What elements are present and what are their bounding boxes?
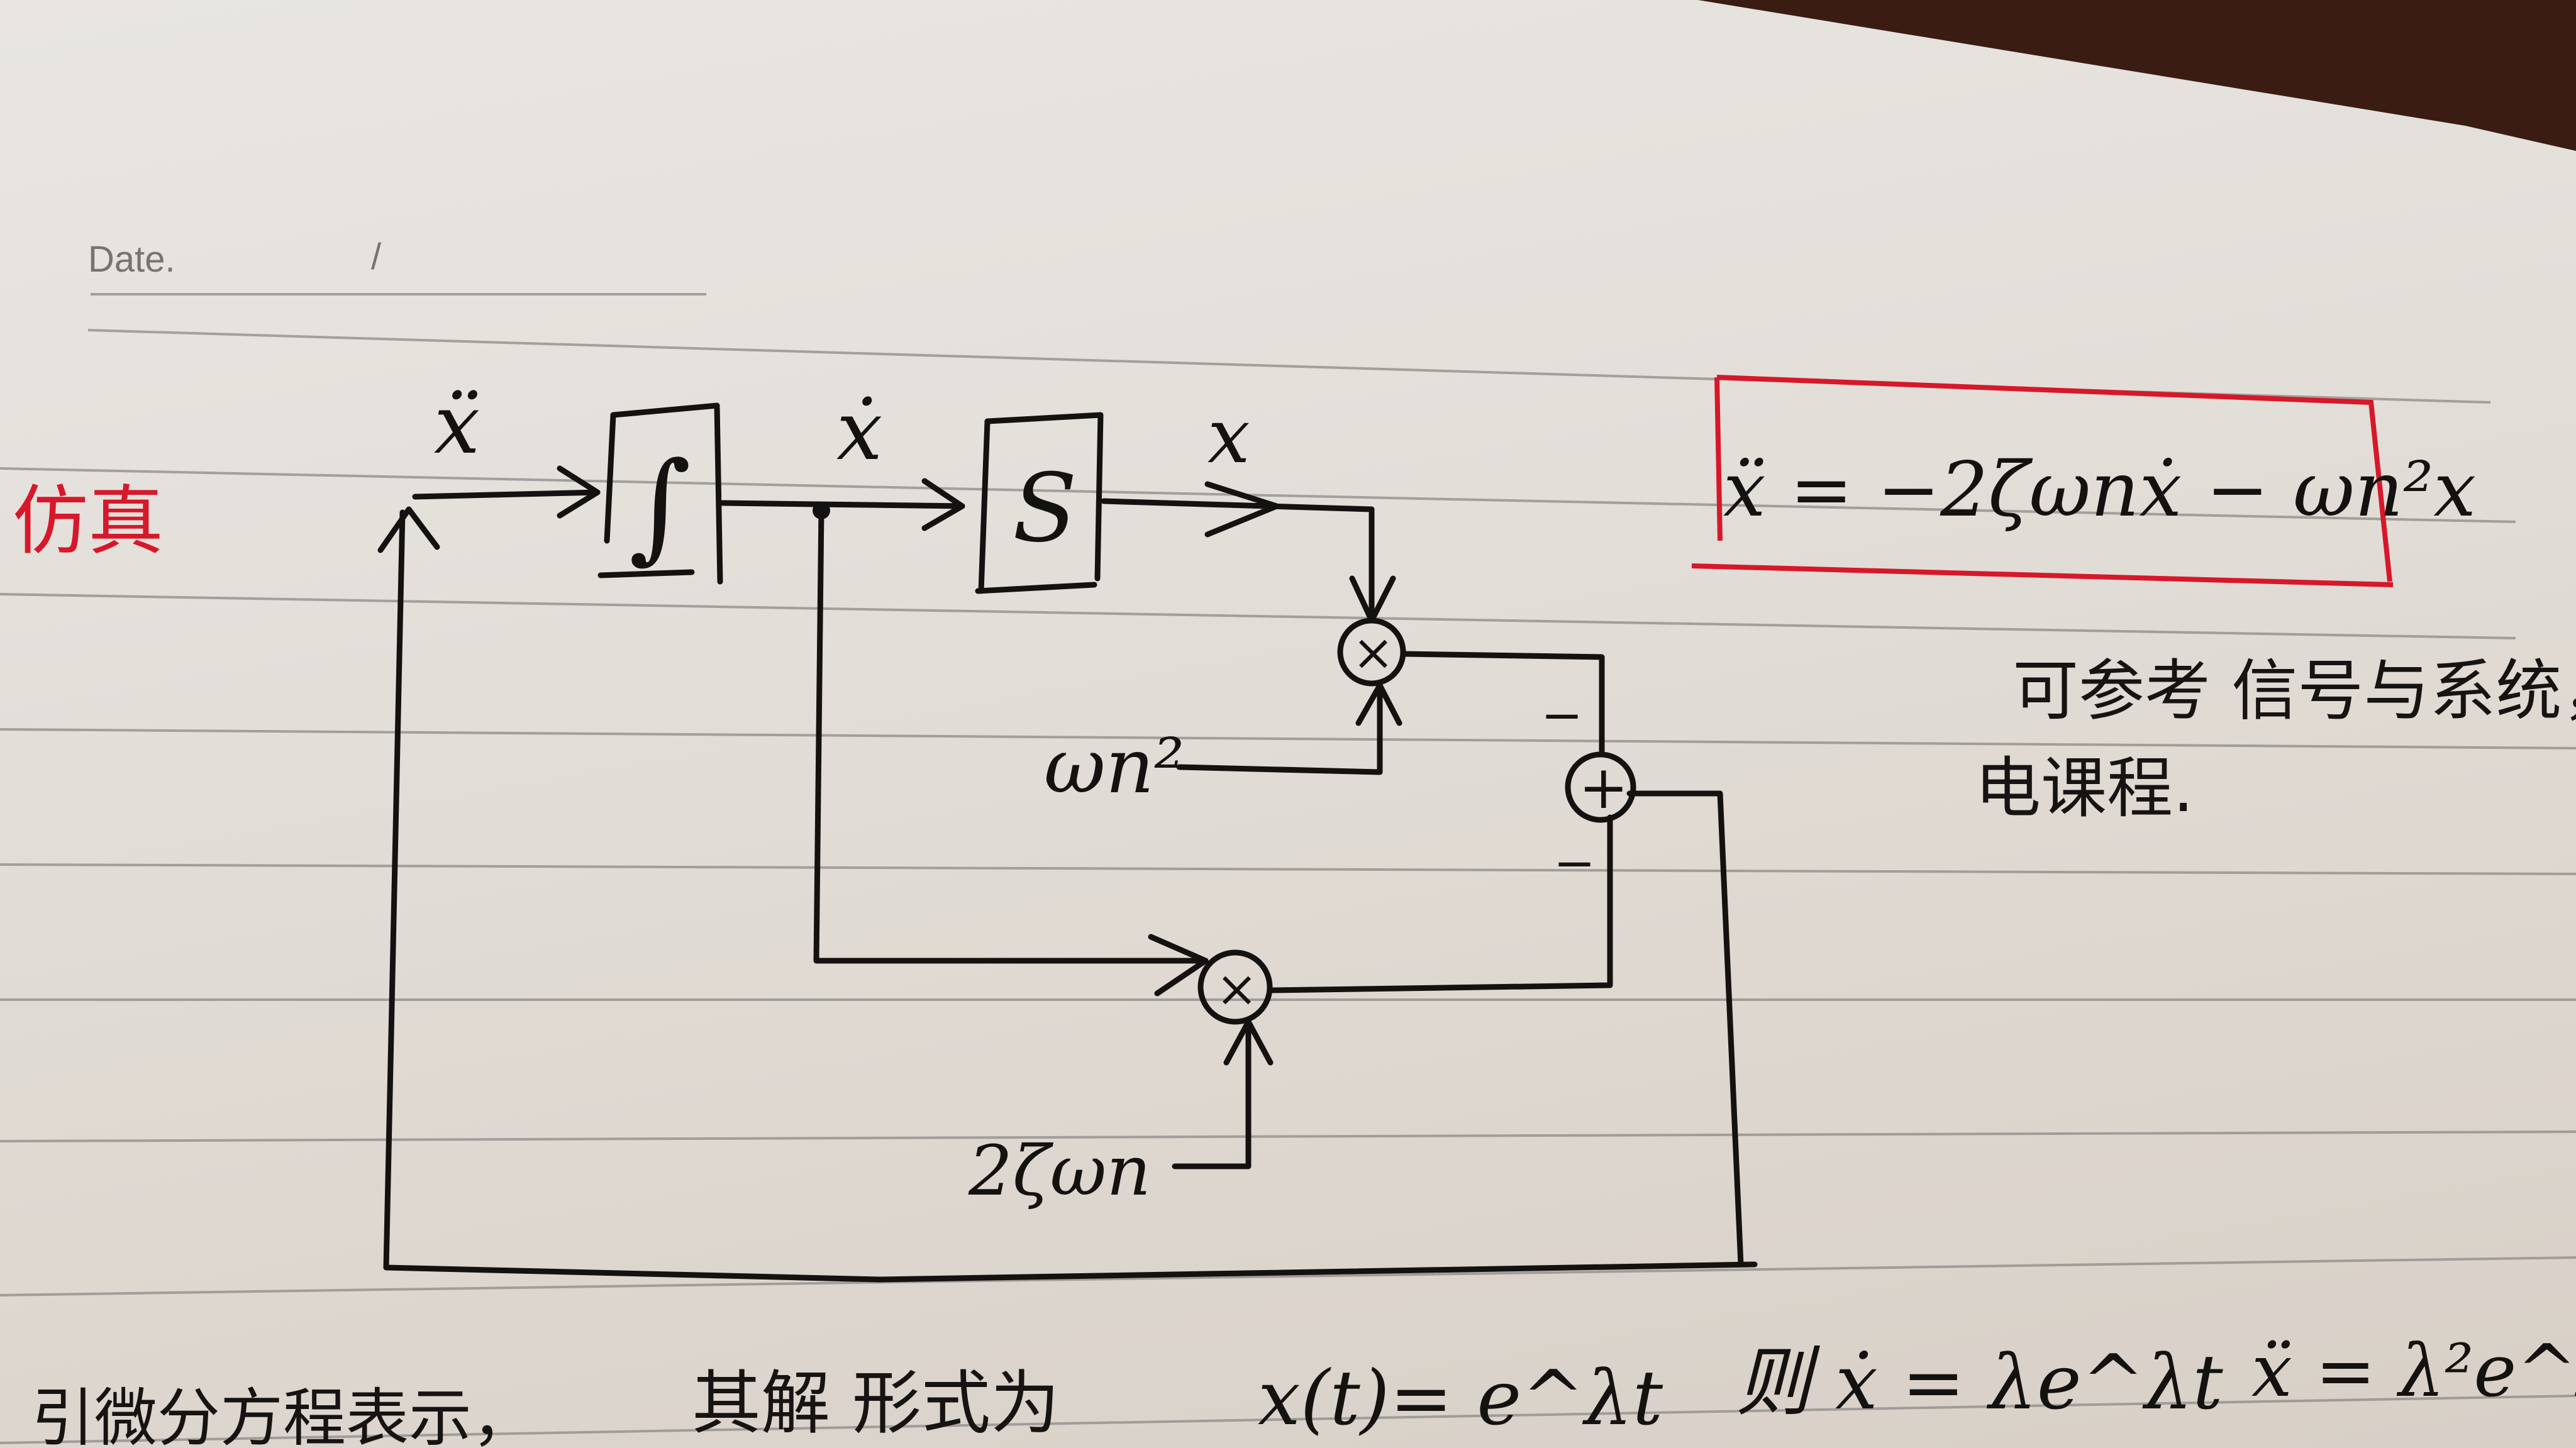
svg-text:−: − xyxy=(1553,834,1596,892)
svg-text:+: + xyxy=(1579,753,1629,822)
background-corner xyxy=(1698,0,2576,151)
svg-text:x(t)= e^λt: x(t)= e^λt xyxy=(1258,1355,1663,1442)
note-line-2: 电课程. xyxy=(1975,750,2194,827)
equation-box: ẍ = −2ζωnẋ − ωn²x xyxy=(1691,375,2476,587)
bottom-text: 引微分方程表示， 其解 形式为 x(t)= e^λt 则 ẋ = λe^λt ẍ… xyxy=(31,1329,2576,1448)
margin-note: 仿真 xyxy=(13,478,164,565)
integrator-block-2: S xyxy=(975,412,1104,594)
wire-sum-out xyxy=(1626,790,1744,1268)
branch-node xyxy=(813,502,830,519)
signal-wires xyxy=(377,465,1758,1283)
wire-feedback xyxy=(383,509,1758,1283)
label-x-ddot: ẍ xyxy=(434,377,480,472)
label-x-dot: ẋ xyxy=(836,383,882,478)
note-line-1: 可参考 信号与系统，西 xyxy=(2012,653,2576,729)
ruled-lines xyxy=(0,293,2576,1444)
svg-text:则 ẋ = λe^λt: 则 ẋ = λe^λt xyxy=(1736,1339,2223,1427)
svg-text:ẍ = λ²e^λt: ẍ = λ²e^λt xyxy=(2251,1329,2576,1413)
wire-gain1 xyxy=(1176,682,1383,775)
label-gain2: 2ζωn xyxy=(968,1130,1151,1211)
date-separator: / xyxy=(371,236,382,277)
svg-text:×: × xyxy=(1352,623,1394,682)
summer: + − − xyxy=(1541,686,1636,892)
svg-text:S: S xyxy=(1013,454,1077,563)
wire-xdot xyxy=(719,500,965,509)
wire-x xyxy=(1101,498,1375,624)
multiplier-1: × xyxy=(1337,617,1406,687)
label-x: x xyxy=(1208,393,1250,480)
wire-xddot xyxy=(412,489,601,500)
multiplier-2: × xyxy=(1197,949,1273,1025)
svg-text:×: × xyxy=(1216,959,1258,1018)
wire-mult1-out xyxy=(1401,651,1605,757)
integrator-block-1: ∫ xyxy=(597,402,723,585)
svg-text:−: − xyxy=(1541,686,1583,744)
svg-text:∫: ∫ xyxy=(629,436,691,575)
svg-text:其解 形式为: 其解 形式为 xyxy=(692,1363,1060,1444)
wire-gain2 xyxy=(1172,1019,1252,1169)
label-gain1: ωn² xyxy=(1044,723,1184,810)
wire-mult2-out xyxy=(1270,814,1613,993)
wire-xdot-branch xyxy=(813,506,1209,964)
svg-text:引微分方程表示，: 引微分方程表示， xyxy=(31,1381,535,1448)
date-label: Date. xyxy=(88,239,175,280)
equation: ẍ = −2ζωnẋ − ωn²x xyxy=(1723,446,2476,534)
